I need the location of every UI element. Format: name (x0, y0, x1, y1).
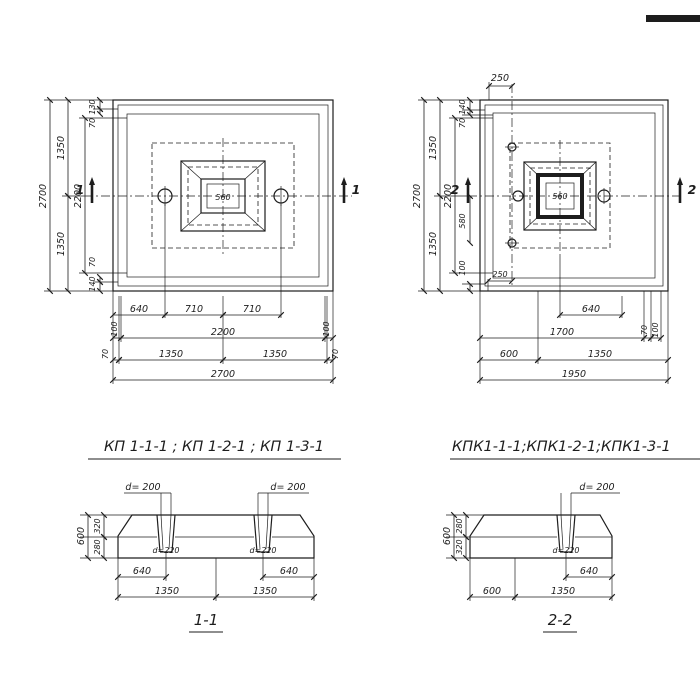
dim-label: 710 (185, 304, 203, 315)
dim-label: 70 (88, 118, 97, 128)
plan2-top-dims: 250 (485, 73, 516, 100)
dim-label: 70 (458, 118, 467, 128)
dim-label: 1950 (562, 369, 586, 380)
plan1-linework (84, 99, 352, 292)
plan2-left-dims: 2700 1350 1350 2200 140 70 580 100 250 (412, 96, 516, 295)
dim-label: 1350 (253, 586, 277, 597)
dim-label: 1350 (428, 136, 439, 160)
section-mark-label: 1 (352, 182, 361, 197)
dim-label: 2200 (443, 184, 454, 208)
dim-label: 560 (552, 192, 567, 201)
dim-label: 320 (455, 539, 464, 554)
dim-label: 600 (76, 527, 87, 545)
dim-label: 100 (322, 321, 331, 336)
sec2-linework (469, 492, 620, 559)
dim-label: d= 200 (125, 482, 160, 493)
dim-label: 1350 (159, 349, 183, 360)
dim-label: 1700 (550, 327, 574, 338)
dim-label: 280 (455, 518, 464, 533)
section-cut-mark-1-right: 1 (341, 177, 360, 203)
dim-label: 580 (458, 213, 467, 228)
dim-label: 70 (88, 257, 97, 267)
dim-label: 2200 (211, 327, 235, 338)
dim-label: 2700 (38, 184, 49, 208)
section-view-2-2: d= 200 d=220 600 280 320 640 600 1350 2-… (442, 482, 620, 633)
dim-label: 250 (491, 73, 509, 84)
plan1-left-dims: 2700 1350 1350 2200 130 70 70 140 (38, 96, 127, 295)
dim-label: 560 (215, 193, 230, 202)
dim-label: 280 (93, 539, 102, 554)
dim-label: 640 (130, 304, 148, 315)
dim-label: 2700 (211, 369, 235, 380)
dim-label: 70 (331, 349, 340, 359)
series-title-kp: КП 1-1-1 ; КП 1-2-1 ; КП 1-3-1 (104, 439, 324, 455)
dim-label: 1350 (56, 232, 67, 256)
dim-label: d=220 (552, 546, 579, 555)
dim-label: 70 (101, 349, 110, 359)
plan2-bottom-dims: 640 1700 70 100 600 1350 1950 (476, 254, 672, 384)
section-cut-mark-2-right: 2 (677, 177, 696, 203)
dim-label: 1350 (155, 586, 179, 597)
dim-label: d=220 (249, 546, 276, 555)
section-cut-mark-1-left: 1 (76, 177, 95, 203)
dim-label: 70 (640, 325, 649, 335)
dim-label: 640 (133, 566, 151, 577)
sec2-left-dims: 600 280 320 (442, 511, 484, 562)
sec1-linework (117, 492, 315, 559)
sec1-bottom-dims: 640 640 1350 1350 (114, 552, 318, 601)
section-mark-label: 2 (688, 182, 697, 197)
dim-label: 130 (88, 99, 97, 114)
sheet-frame-mark (646, 15, 700, 22)
sec2-bottom-dims: 640 600 1350 (466, 552, 616, 601)
dim-label: 600 (442, 527, 453, 545)
dim-label: 100 (651, 322, 660, 337)
section-title-1-1: 1-1 (194, 611, 219, 629)
plan1-bottom-dims: 640 710 710 100 2200 100 70 1350 1350 70… (101, 204, 340, 384)
dim-label: 640 (580, 566, 598, 577)
dim-label: 710 (243, 304, 261, 315)
section-title-2-2: 2-2 (548, 611, 573, 629)
dim-label: 100 (458, 260, 467, 275)
sec1-left-dims: 600 320 280 (76, 511, 132, 562)
dim-label: 1350 (428, 232, 439, 256)
dim-label: 100 (110, 321, 119, 336)
section-arrow-icon (341, 177, 347, 185)
plan-view-kp: 1 1 560 2700 1350 1350 (38, 96, 360, 384)
dim-label: 640 (280, 566, 298, 577)
dim-label: 140 (88, 276, 97, 291)
dim-label: 1350 (263, 349, 287, 360)
dim-label: 250 (492, 270, 507, 279)
section-arrow-icon (89, 177, 95, 185)
dim-label: 320 (93, 518, 102, 533)
series-title-kpk: КПК1-1-1;КПК1-2-1;КПК1-3-1 (452, 439, 671, 455)
dim-label: 600 (483, 586, 501, 597)
dim-label: 2700 (412, 184, 423, 208)
dim-label: 140 (458, 99, 467, 114)
dim-label: 1350 (588, 349, 612, 360)
dim-label: d= 200 (579, 482, 614, 493)
section-arrow-icon (677, 177, 683, 185)
dim-label: d=220 (152, 546, 179, 555)
dim-label: 1350 (551, 586, 575, 597)
section-view-1-1: d= 200 d= 200 d=220 d=220 600 320 280 64… (76, 482, 318, 633)
section-arrow-icon (465, 177, 471, 185)
section-mark-label: 1 (76, 182, 85, 197)
dim-label: 1350 (56, 136, 67, 160)
plan-view-kpk: 2 2 560 250 (412, 73, 696, 384)
plan2-linework (468, 84, 680, 292)
dim-label: 600 (500, 349, 518, 360)
dim-label: 640 (582, 304, 600, 315)
dim-label: d= 200 (270, 482, 305, 493)
dim-label: 2200 (73, 184, 84, 208)
